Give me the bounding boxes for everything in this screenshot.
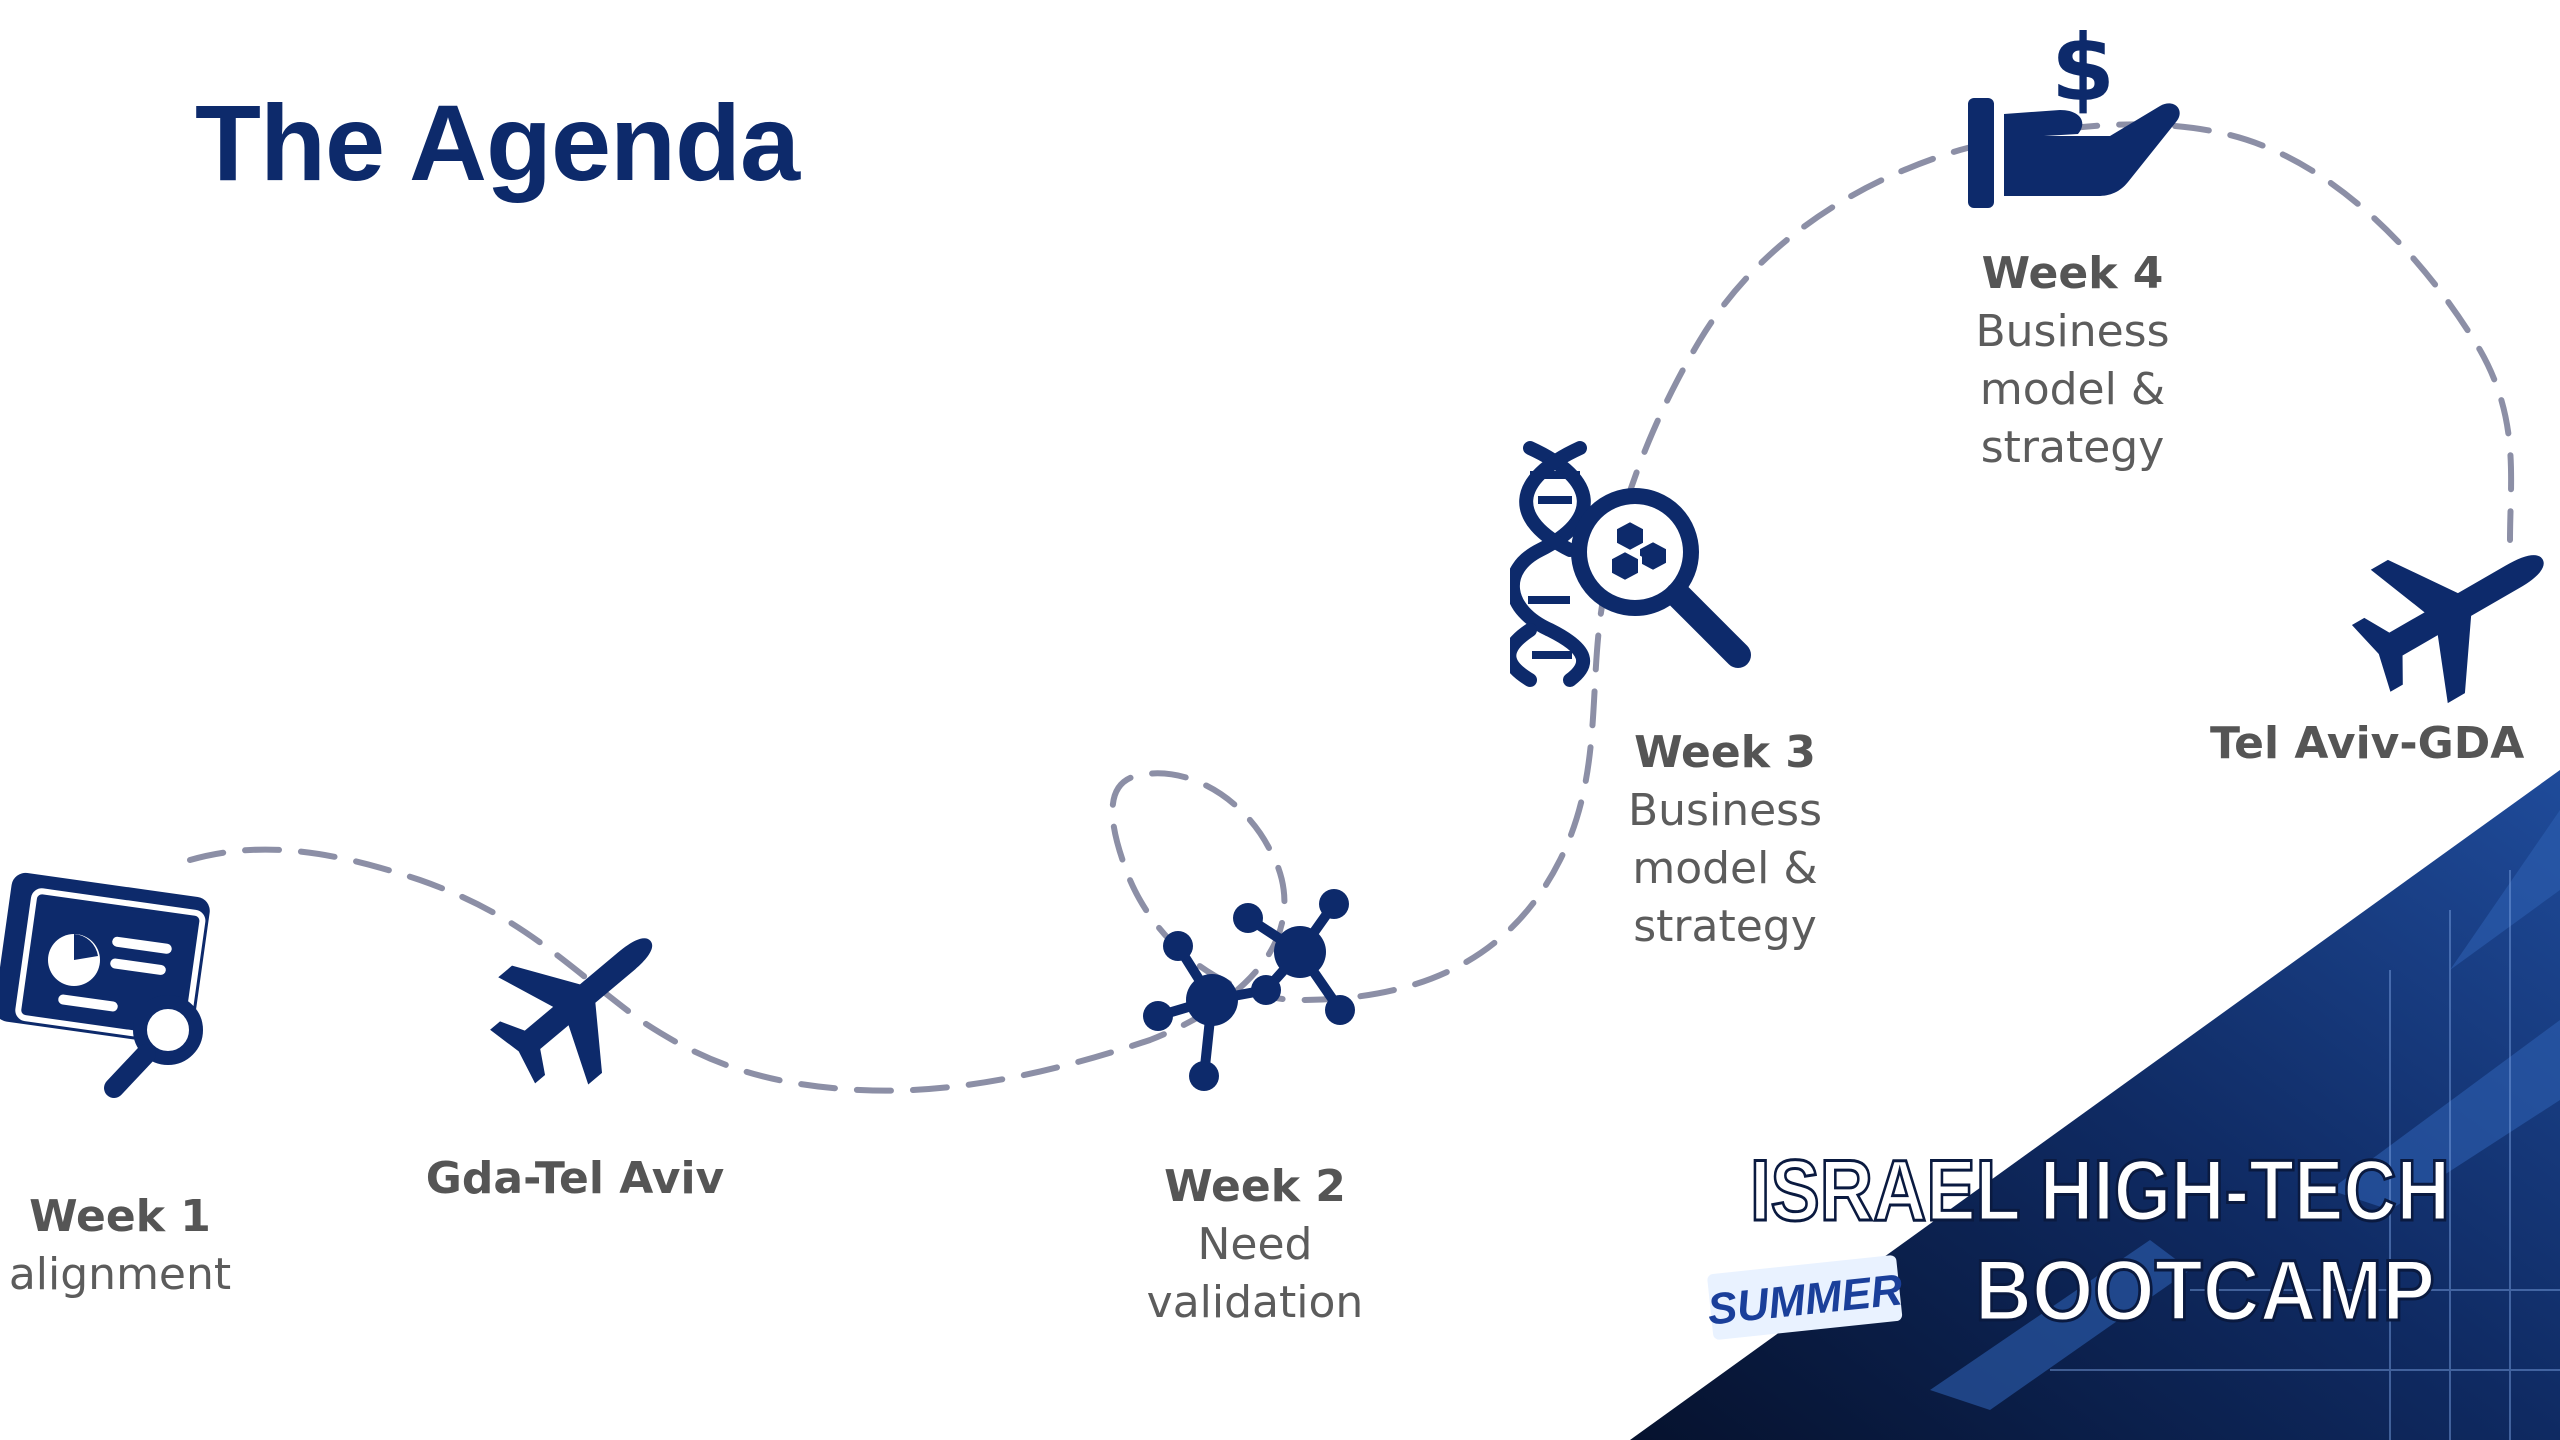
week-topic-line: strategy: [1980, 422, 2165, 473]
banner-title-line1: ISRAEL HIGH-TECH: [1750, 1143, 2450, 1239]
week-topic-line: model &: [1632, 843, 1818, 894]
week2-label: Week 2 Need validation: [1100, 1158, 1410, 1332]
travel-label-return: Tel Aviv-GDA: [2210, 718, 2525, 769]
week-topic-line: validation: [1146, 1277, 1364, 1328]
week-topic-line: strategy: [1633, 901, 1817, 952]
week-topic: alignment: [8, 1249, 232, 1300]
bootcamp-banner-logo: ISRAEL HIGH-TECH SUMMER BOOTCAMP: [1630, 770, 2560, 1440]
airplane-icon: [2351, 555, 2544, 704]
page-title: The Agenda: [195, 82, 800, 203]
dna-magnifier-icon: [1510, 441, 1751, 687]
week-title: Week 4: [1981, 248, 2164, 299]
week3-label: Week 3 Business model & strategy: [1580, 724, 1870, 956]
week-title: Week 3: [1634, 727, 1816, 778]
svg-text:$: $: [2051, 15, 2115, 122]
presentation-search-icon: [0, 872, 210, 1098]
week-topic-line: Need: [1197, 1219, 1313, 1270]
week-topic-line: Business: [1975, 306, 2170, 357]
week-title: Week 1: [29, 1191, 211, 1242]
travel-label-outbound: Gda-Tel Aviv: [425, 1153, 725, 1204]
week-title: Week 2: [1164, 1161, 1346, 1212]
week-topic-line: Business: [1627, 785, 1823, 836]
week1-label: Week 1 alignment: [0, 1188, 240, 1304]
airplane-icon: [490, 938, 653, 1085]
week4-label: Week 4 Business model & strategy: [1930, 245, 2215, 477]
week-topic-line: model &: [1979, 364, 2166, 415]
hand-dollar-icon: $: [1968, 15, 2180, 208]
banner-title-line2: BOOTCAMP: [1975, 1243, 2435, 1339]
molecule-network-icon: [1143, 889, 1355, 1091]
